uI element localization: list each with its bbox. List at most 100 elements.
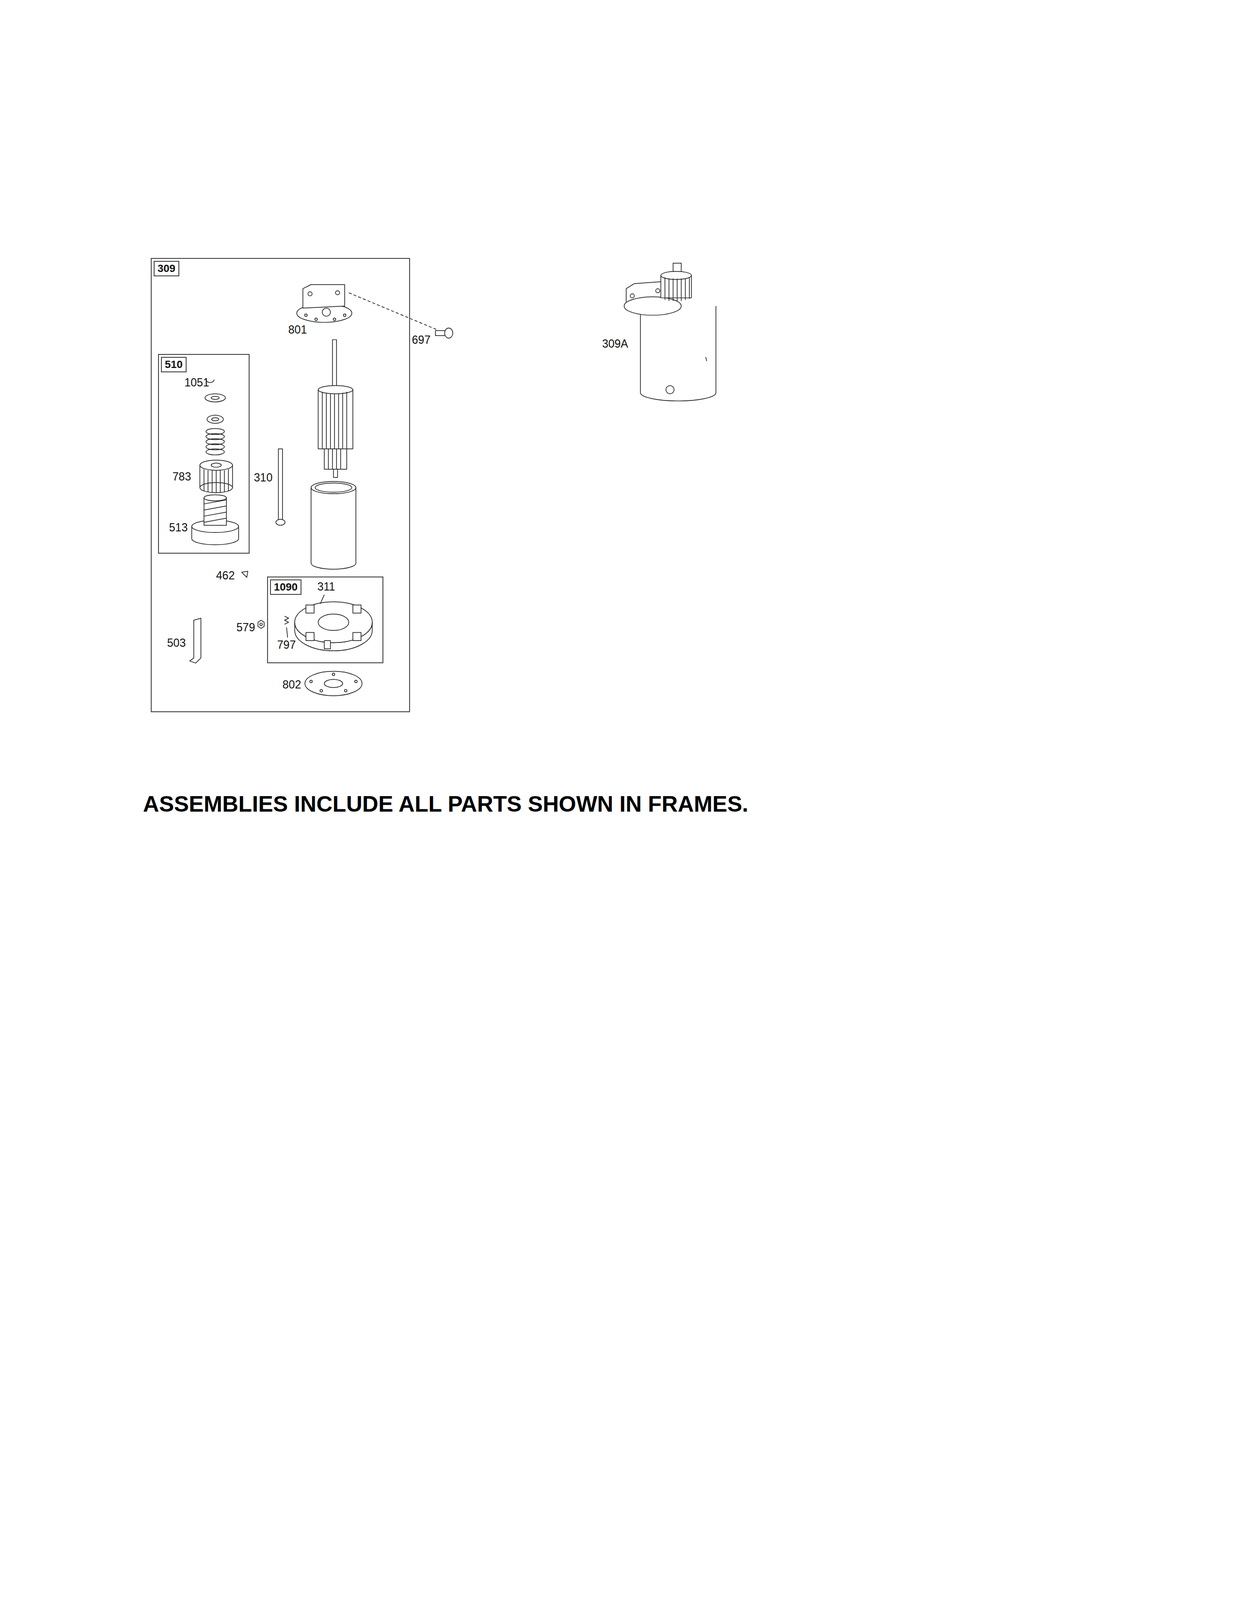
- brush-holder: [324, 640, 331, 649]
- nut: [259, 622, 263, 626]
- leader-line: [286, 627, 288, 638]
- through-bolt: [278, 448, 283, 521]
- assembled-starter: [640, 305, 716, 401]
- armature: [332, 339, 337, 393]
- assembled-starter: [665, 385, 675, 394]
- screw: [444, 327, 453, 338]
- brush-spring: [284, 616, 289, 625]
- callout-number: 697: [412, 333, 431, 347]
- callout-number: 503: [167, 636, 186, 650]
- washers: [211, 396, 220, 399]
- end-plate-bracket: [333, 317, 336, 321]
- end-plate-bracket: [315, 317, 318, 321]
- spring: [206, 448, 225, 456]
- washers: [205, 393, 226, 424]
- brush-holder: [317, 614, 349, 631]
- callout-number: 309A: [602, 337, 629, 350]
- dashed-guide-line: [348, 292, 437, 330]
- end-plate-bracket: [307, 291, 312, 296]
- callout-number: 802: [282, 678, 302, 691]
- callout-number: 1051: [184, 376, 209, 389]
- nut: [257, 619, 265, 629]
- end-plate-bracket: [302, 284, 345, 308]
- callout-number: 797: [277, 638, 296, 651]
- end-cap: [309, 680, 313, 683]
- small-part: [241, 570, 249, 578]
- housing: [311, 481, 357, 570]
- armature: [324, 448, 347, 470]
- assembled-starter: [624, 296, 682, 316]
- small-part: [241, 570, 249, 578]
- washers: [206, 414, 224, 424]
- end-cap: [354, 680, 358, 683]
- washers: [205, 393, 226, 402]
- brush-holder: [294, 601, 373, 651]
- through-bolt: [275, 519, 286, 526]
- brush-holder: [294, 601, 373, 643]
- brush-holder: [305, 604, 315, 614]
- spring: [206, 428, 225, 456]
- screw: [435, 327, 453, 338]
- callout-number: 783: [172, 470, 191, 483]
- drive-helix: [204, 494, 227, 501]
- brush-spring: [284, 616, 289, 625]
- terminal-strip: [189, 618, 201, 664]
- end-cap: [304, 670, 363, 696]
- armature: [317, 339, 353, 478]
- armature: [333, 469, 338, 478]
- screw: [435, 330, 446, 336]
- armature: [328, 448, 341, 470]
- end-plate-bracket: [296, 284, 352, 323]
- washers: [211, 417, 220, 421]
- armature: [317, 389, 353, 449]
- pinion-gear: [199, 459, 233, 493]
- drive-helix: [191, 494, 239, 545]
- drive-helix: [204, 497, 227, 526]
- callout-number: 462: [216, 569, 235, 582]
- drive-helix: [204, 499, 227, 523]
- pinion-gear: [199, 459, 233, 471]
- callout-number: 311: [317, 580, 336, 593]
- assembly-number: 1090: [269, 579, 302, 595]
- assembled-starter: [655, 288, 660, 293]
- note-caption: ASSEMBLIES INCLUDE ALL PARTS SHOWN IN FR…: [142, 790, 749, 818]
- assembled-starter: [665, 277, 690, 301]
- end-cap: [332, 672, 335, 676]
- end-cap: [319, 689, 323, 692]
- armature: [317, 385, 353, 394]
- terminal-strip: [189, 618, 201, 664]
- brush-holder: [305, 632, 315, 641]
- dashed-guide-line: [348, 292, 437, 330]
- armature: [322, 391, 347, 449]
- callout-number: 310: [253, 471, 273, 484]
- end-cap: [304, 670, 363, 696]
- callout-number: 579: [236, 620, 255, 634]
- starter-illustration: [189, 263, 716, 696]
- leader-line: [286, 594, 325, 638]
- through-bolt: [275, 448, 286, 526]
- pinion-gear: [204, 469, 229, 493]
- end-plate-bracket: [304, 314, 308, 317]
- assembly-number: 510: [160, 356, 187, 373]
- pinion-gear: [211, 462, 222, 467]
- callout-number: 801: [288, 323, 307, 336]
- housing: [315, 482, 352, 492]
- assembled-starter: [660, 271, 692, 280]
- leader-line: [320, 594, 325, 604]
- end-cap: [344, 689, 348, 692]
- end-plate-bracket: [322, 307, 331, 317]
- assembled-starter: [705, 356, 707, 361]
- assembled-starter: [630, 293, 634, 298]
- brush-holder: [352, 604, 362, 614]
- end-plate-bracket: [335, 290, 340, 295]
- end-plate-bracket: [343, 314, 347, 317]
- callout-number: 513: [169, 521, 188, 534]
- brush-holder: [352, 632, 362, 641]
- nut: [257, 619, 265, 629]
- housing: [311, 487, 357, 570]
- assembly-number: 309: [153, 260, 180, 277]
- housing: [311, 481, 357, 494]
- assembled-starter: [624, 263, 716, 401]
- end-cap: [324, 679, 343, 688]
